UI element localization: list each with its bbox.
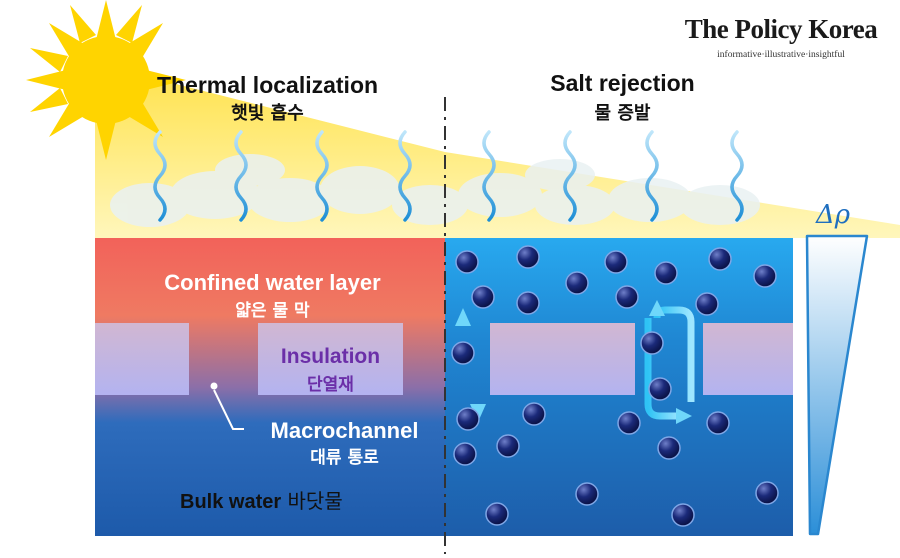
bulk-water-label-en: Bulk water <box>180 491 282 513</box>
bulk-water-label-ko: 바닷물 <box>287 489 343 513</box>
salt-ion <box>453 442 477 466</box>
sun-icon <box>26 0 186 160</box>
insulation-block <box>703 323 793 395</box>
brand-tagline: informative·illustrative·insightful <box>717 50 845 60</box>
salt-ion <box>708 247 732 271</box>
macrochannel-label: Macrochannel <box>270 418 419 443</box>
insulation-block <box>490 323 635 395</box>
salt-ion <box>455 250 479 274</box>
confined-water-layer-sublabel: 얇은 물 막 <box>235 301 310 321</box>
salt-ion <box>485 502 509 526</box>
bulk-water-label: Bulk water 바닷물 <box>180 485 440 514</box>
salt-ion <box>565 271 589 295</box>
salt-ion <box>451 341 475 365</box>
salt-ion <box>654 261 678 285</box>
macrochannel-pointer-line <box>213 389 244 430</box>
insulation-label: Insulation <box>280 345 381 368</box>
salt-ion <box>640 331 664 355</box>
salt-ion <box>575 482 599 506</box>
salt-ion <box>755 481 779 505</box>
confined-water-layer-label: Confined water layer <box>164 270 381 295</box>
salt-ion <box>604 250 628 274</box>
salt-ion <box>471 285 495 309</box>
salt-ion <box>456 407 480 431</box>
salt-ion <box>516 291 540 315</box>
salt-rejection-subtitle: 물 증발 <box>594 103 651 124</box>
brand-logo: The Policy Korea <box>684 14 878 44</box>
salt-ion <box>671 503 695 527</box>
insulation-block <box>95 323 189 395</box>
macrochannel-sublabel: 대류 통로 <box>310 448 379 468</box>
thermal-localization-title: Thermal localization <box>156 72 379 98</box>
salt-ion <box>648 377 672 401</box>
salt-ion <box>615 285 639 309</box>
density-gradient-wedge <box>805 234 869 536</box>
salt-ion <box>522 402 546 426</box>
salt-ion <box>706 411 730 435</box>
thermal-localization-subtitle: 햇빛 흡수 <box>231 103 304 124</box>
vapor-waves <box>153 130 744 222</box>
insulation-sublabel: 단열재 <box>307 375 354 395</box>
salt-ion <box>617 411 641 435</box>
insulation-block <box>258 323 403 395</box>
salt-rejection-title: Salt rejection <box>550 70 695 96</box>
macrochannel-pointer-dot <box>210 382 218 390</box>
salt-ion <box>496 434 520 458</box>
salt-ions <box>451 245 779 527</box>
salt-ion <box>516 245 540 269</box>
salt-ion <box>657 436 681 460</box>
salt-ion <box>695 292 719 316</box>
salt-ion <box>753 264 777 288</box>
density-gradient-label: Δρ <box>815 200 851 230</box>
